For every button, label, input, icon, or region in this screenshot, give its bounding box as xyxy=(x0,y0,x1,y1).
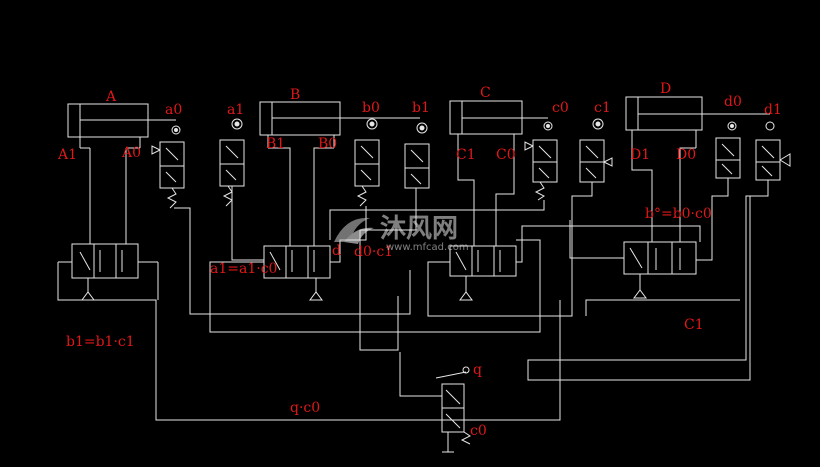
label-q-c0: q·c0 xyxy=(290,400,321,416)
label-b1-eq: b1=b1·c1 xyxy=(66,334,135,350)
pipework xyxy=(57,147,769,421)
main-valve-d xyxy=(623,241,697,299)
label-c0-valve: c0 xyxy=(470,423,487,439)
label-port-a1: A1 xyxy=(58,147,78,163)
label-sensor-a0: a0 xyxy=(165,102,183,118)
label-sensor-d1: d1 xyxy=(764,102,782,118)
cylinder-c xyxy=(449,100,548,148)
label-sensor-b1: b1 xyxy=(412,100,430,116)
cylinder-d xyxy=(625,96,770,148)
label-cylinder-d: D xyxy=(660,81,672,97)
label-port-c0: C0 xyxy=(496,147,516,163)
limit-valve-d0 xyxy=(715,121,741,179)
label-port-b0: B0 xyxy=(318,136,338,152)
label-cylinder-b: B xyxy=(290,87,301,103)
limit-valve-b0 xyxy=(354,118,380,207)
start-valve-q xyxy=(435,366,471,453)
label-sensor-a1: a1 xyxy=(227,102,245,118)
label-port-a0: A0 xyxy=(122,145,142,161)
cylinder-a xyxy=(67,103,176,149)
label-sensor-c1: c1 xyxy=(594,100,611,116)
limit-valve-c0 xyxy=(524,121,558,201)
limit-valve-d1 xyxy=(755,121,791,181)
label-d-mark: d xyxy=(332,243,341,259)
label-a1-eq: a1=a1·c0 xyxy=(210,261,278,277)
label-c1-lower: C1 xyxy=(684,317,704,333)
limit-valve-b1 xyxy=(404,122,430,189)
main-valve-a xyxy=(58,243,158,301)
label-sensor-d0: d0 xyxy=(724,94,742,110)
label-b-star: b°=b0·c0 xyxy=(645,206,712,222)
label-d0c1: d0·c1 xyxy=(354,244,394,260)
watermark-url: www.mfcad.com xyxy=(386,242,469,253)
limit-valve-a0 xyxy=(151,125,185,209)
watermark-brand: 沐风网 xyxy=(380,214,459,244)
label-port-c1: C1 xyxy=(456,147,476,163)
label-port-d1: D1 xyxy=(630,147,651,163)
watermark-logo-icon xyxy=(334,217,374,244)
label-cylinder-a: A xyxy=(106,89,117,105)
label-port-b1: B1 xyxy=(266,136,286,152)
label-q: q xyxy=(473,362,482,378)
label-cylinder-c: C xyxy=(480,85,491,101)
limit-valve-c1 xyxy=(579,118,613,183)
label-sensor-b0: b0 xyxy=(362,100,380,116)
label-port-d0: D0 xyxy=(676,147,697,163)
main-valve-c xyxy=(449,245,517,301)
cylinder-b xyxy=(259,101,420,148)
label-sensor-c0: c0 xyxy=(552,100,569,116)
